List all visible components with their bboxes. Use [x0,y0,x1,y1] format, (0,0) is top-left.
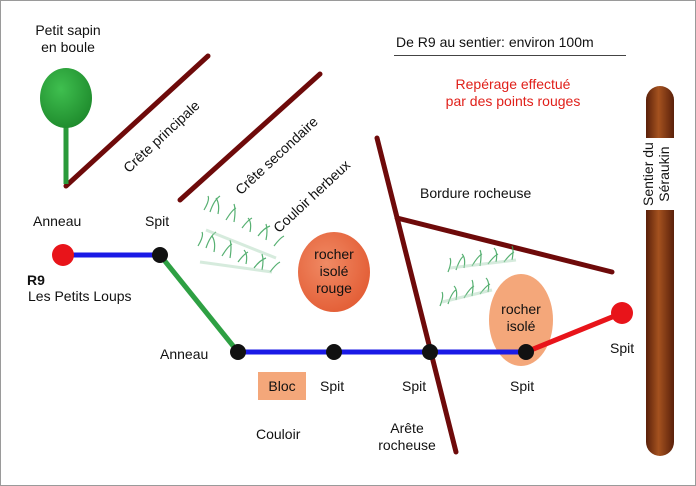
spit-1-label: Spit [320,378,345,394]
rocher-rouge-line-3: rouge [316,280,352,296]
arete-line-2: rocheuse [378,437,436,453]
rocher-isole [489,274,553,366]
bordure-rocheuse-label: Bordure rocheuse [420,185,532,201]
sentier-text: Sentier du Séraukin [638,138,674,210]
spit-top-label: Spit [145,213,170,229]
rocher-isole-line-2: isolé [506,318,536,334]
tree-label-line-2: en boule [41,39,95,55]
crete-secondaire-line [177,71,323,203]
rocher-isole-label: rocher isolé [489,301,553,335]
anneau-top-label: Anneau [33,213,82,229]
diagram-title: De R9 au sentier: environ 100m [396,34,594,50]
note-text: Repérage effectué par des points rouges [428,76,598,110]
title-underline [394,55,626,56]
arete-rocheuse-line [374,135,459,455]
arete-rocheuse-label: Arête rocheuse [367,420,447,454]
anneau-r9-point [52,244,74,266]
petits-loups-label: Les Petits Loups [28,288,132,304]
spit-2-label: Spit [402,378,427,394]
anneau-bottom-label: Anneau [160,346,209,362]
petit-sapin-icon [40,68,92,184]
tree-label-line-1: Petit sapin [35,22,101,38]
tree-label: Petit sapin en boule [22,22,114,56]
bloc-box: Bloc [258,372,306,400]
bordure-rocheuse-line [394,215,615,275]
rocher-rouge-line-1: rocher [314,246,354,262]
crete-principale-line [63,53,211,189]
spit-3-label: Spit [510,378,535,394]
grass-patch-right [439,245,517,307]
spit-3-point [518,344,534,360]
anneau-bottom-point [230,344,246,360]
arete-line-1: Arête [390,420,424,436]
rocher-isole-rouge [298,232,370,312]
spit-right-label: Spit [610,340,635,356]
spit-top-point [152,247,168,263]
route-green-diagonal [158,253,240,354]
rocher-rouge-line-2: isolé [319,263,349,279]
rocher-isole-line-1: rocher [501,301,541,317]
spit-1-point [326,344,342,360]
sentier-line-2: Séraukin [656,146,672,202]
note-line-1: Repérage effectué [455,76,571,92]
route-red-exit [525,310,623,355]
sentier-line-1: Sentier du [640,142,656,206]
couloir-label: Couloir [256,426,301,442]
r9-label: R9 [27,272,45,288]
spit-2-point [422,344,438,360]
rocher-rouge-label: rocher isolé rouge [298,246,370,297]
spit-right-point [611,302,633,324]
note-line-2: par des points rouges [445,93,581,109]
grass-patch-left [197,195,285,274]
